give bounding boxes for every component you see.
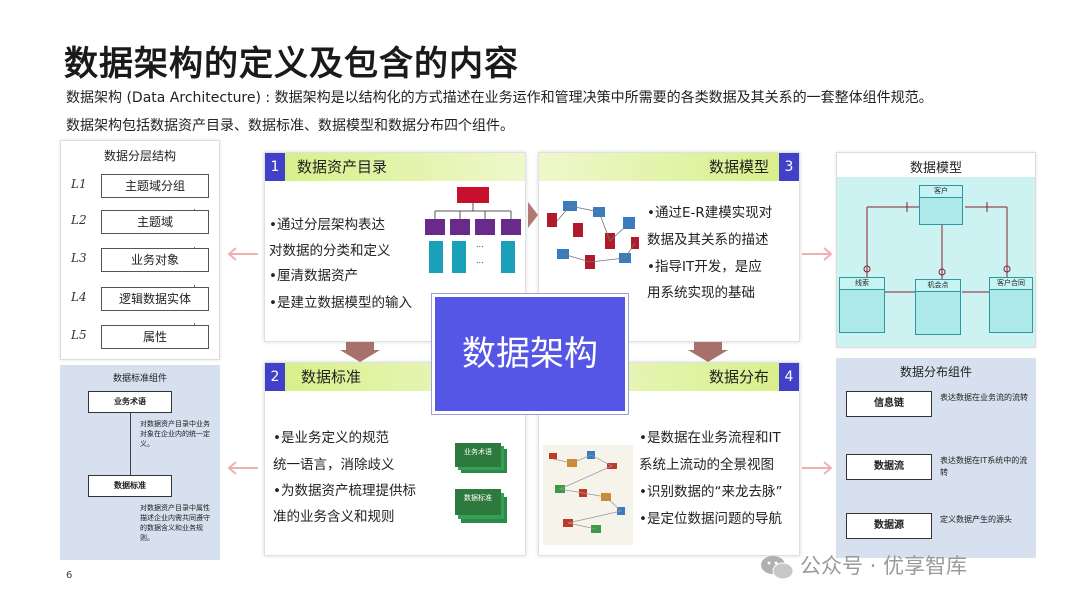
quadrant-number: 2 bbox=[265, 363, 285, 391]
quadrant-line: •为数据资产梳理提供标 bbox=[273, 483, 416, 499]
quadrant-line: 数据及其关系的描述 bbox=[647, 232, 769, 248]
data-flow-text: 表达数据在IT系统中的流转 bbox=[940, 456, 1028, 477]
quadrant-number: 1 bbox=[265, 153, 285, 181]
data-standard-text: 对数据资产目录中属性描述企业内需共同遵守的数据含义和业务规则。 bbox=[140, 504, 210, 542]
data-layers-title: 数据分层结构 bbox=[103, 149, 176, 163]
info-chain-box: 信息链 bbox=[846, 391, 932, 417]
layer-box: 属性 bbox=[101, 325, 209, 349]
std-connector bbox=[130, 413, 131, 475]
entity-customer: 客户 bbox=[919, 185, 963, 225]
layer-row-l5: L5 属性 bbox=[71, 325, 216, 349]
quadrant-number: 4 bbox=[779, 363, 799, 391]
entity-lead: 线索 bbox=[839, 277, 885, 333]
arrow-left-icon bbox=[227, 247, 258, 261]
definition-text: 数据架构 (Data Architecture) : 数据架构是以结构化的方式描… bbox=[66, 90, 933, 106]
quadrant-line: 准的业务含义和规则 bbox=[273, 509, 395, 525]
wechat-icon bbox=[761, 556, 794, 580]
layer-level: L5 bbox=[71, 328, 87, 342]
quadrant-line: 系统上流动的全景视图 bbox=[639, 457, 774, 473]
info-chain-text: 表达数据在业务流的流转 bbox=[940, 393, 1028, 402]
arrow-down-icon bbox=[340, 342, 380, 362]
data-model-title: 数据模型 bbox=[909, 161, 962, 176]
business-term-stack-icon: 业务术语 bbox=[455, 443, 507, 473]
layer-row-l1: L1 主题域分组 bbox=[71, 174, 216, 198]
quadrant-line: 统一语言，消除歧义 bbox=[273, 457, 395, 473]
business-term-text: 对数据资产目录中业务对象在企业内的统一定义。 bbox=[140, 420, 210, 448]
layer-box: 主题域分组 bbox=[101, 174, 209, 198]
data-standard-stack-icon: 数据标准 bbox=[455, 489, 507, 523]
quadrant-title: 数据模型 bbox=[539, 153, 779, 181]
quadrant-line: •厘清数据资产 bbox=[269, 268, 358, 284]
page-title: 数据架构的定义及包含的内容 bbox=[64, 44, 519, 84]
quadrant-line: •是建立数据模型的输入 bbox=[269, 295, 412, 311]
layer-box: 业务对象 bbox=[101, 248, 209, 272]
quadrant-line: •通过E-R建模实现对 bbox=[647, 205, 773, 221]
data-source-text: 定义数据产生的源头 bbox=[940, 515, 1012, 524]
quadrant-line: •指导IT开发，是应 bbox=[647, 259, 762, 275]
layer-row-l3: L3 业务对象 bbox=[71, 248, 216, 272]
quadrant-title: 数据资产目录 bbox=[285, 153, 525, 181]
entity-contract: 客户合同 bbox=[989, 277, 1033, 333]
business-term-box: 业务术语 bbox=[88, 391, 172, 413]
quadrant-line: •是业务定义的规范 bbox=[273, 430, 389, 446]
layer-level: L4 bbox=[71, 290, 87, 304]
data-layers-panel: 数据分层结构 L1 主题域分组 L2 主题域 L3 业务对象 L4 逻辑数据实体… bbox=[60, 140, 220, 360]
quadrant-line: •通过分层架构表达 bbox=[269, 217, 385, 233]
data-standard-box: 数据标准 bbox=[88, 475, 172, 497]
data-architecture-center: 数据架构 bbox=[432, 294, 628, 414]
hierarchy-icon: ... ... bbox=[425, 187, 521, 273]
quadrant-line: 用系统实现的基础 bbox=[647, 285, 755, 301]
data-standard-title: 数据标准组件 bbox=[112, 374, 167, 384]
layer-level: L2 bbox=[71, 213, 87, 227]
quadrant-line: •是数据在业务流程和IT bbox=[639, 430, 781, 446]
svg-text:...: ... bbox=[476, 256, 484, 265]
layer-box: 主题域 bbox=[101, 210, 209, 234]
layer-level: L1 bbox=[71, 177, 87, 191]
er-model-icon bbox=[547, 201, 639, 269]
data-distribution-title: 数据分布组件 bbox=[899, 365, 972, 379]
layer-row-l4: L4 逻辑数据实体 bbox=[71, 287, 216, 311]
data-model-panel: 数据模型 客户 线索 机会点 客户合同 bbox=[836, 152, 1036, 348]
er-diagram: 客户 线索 机会点 客户合同 bbox=[837, 177, 1035, 347]
quadrant-line: •识别数据的“来龙去脉” bbox=[639, 484, 783, 500]
data-source-box: 数据源 bbox=[846, 513, 932, 539]
svg-text:...: ... bbox=[476, 240, 484, 249]
er-lines bbox=[863, 202, 1011, 293]
data-flow-box: 数据流 bbox=[846, 454, 932, 480]
arrow-right-icon bbox=[802, 461, 833, 475]
layer-box: 逻辑数据实体 bbox=[101, 287, 209, 311]
quadrant-data-distribution: 数据分布 4 •是数据在业务流程和IT 系统上流动的全景视图 •识别数据的“来龙… bbox=[538, 362, 800, 556]
page-number: 6 bbox=[66, 570, 73, 581]
quadrant-line: •是定位数据问题的导航 bbox=[639, 511, 782, 527]
arrow-down-icon bbox=[688, 342, 728, 362]
data-standard-panel: 数据标准组件 业务术语 对数据资产目录中业务对象在企业内的统一定义。 数据标准 … bbox=[60, 365, 220, 560]
layer-level: L3 bbox=[71, 251, 87, 265]
components-text: 数据架构包括数据资产目录、数据标准、数据模型和数据分布四个组件。 bbox=[66, 118, 514, 134]
quadrant-number: 3 bbox=[779, 153, 799, 181]
layer-row-l2: L2 主题域 bbox=[71, 210, 216, 234]
arrow-left-icon bbox=[227, 461, 258, 475]
flow-map-icon bbox=[543, 445, 633, 545]
arrow-right-icon bbox=[802, 247, 833, 261]
chevron-right-icon bbox=[528, 202, 538, 228]
entity-opportunity: 机会点 bbox=[915, 279, 961, 335]
quadrant-line: 对数据的分类和定义 bbox=[269, 243, 391, 259]
data-distribution-panel: 数据分布组件 信息链 表达数据在业务流的流转 数据流 表达数据在IT系统中的流转… bbox=[836, 358, 1036, 558]
watermark-text: 公众号 · 优享智库 bbox=[800, 554, 968, 578]
watermark: 公众号 · 优享智库 bbox=[760, 550, 967, 581]
